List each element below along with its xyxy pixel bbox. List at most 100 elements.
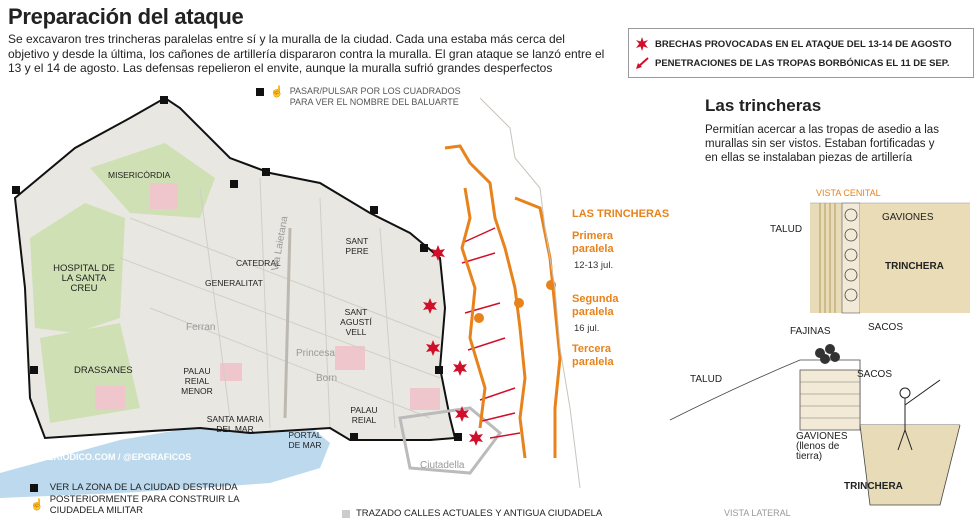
penetration-arrow-icon [636, 57, 649, 69]
label-palau-reial: PALAU REIAL [350, 405, 378, 425]
trench-dot [474, 313, 484, 323]
trench-lines [444, 144, 562, 459]
pink-block [410, 388, 440, 410]
label-hospital: HOSPITAL DE LA SANTA CREU [53, 263, 115, 294]
pointer-hand-icon: ☝ [270, 86, 284, 98]
raval-green-zone [30, 203, 125, 333]
gabion-stack [799, 369, 861, 431]
label-generalitat: GENERALITAT [205, 278, 263, 288]
pink-block [335, 346, 365, 370]
bastion-square[interactable] [454, 433, 462, 441]
first-parallel-date: 12-13 jul. [574, 260, 614, 271]
label-portal-mar: PORTAL DE MAR [288, 430, 322, 450]
fajinas-label: FAJINAS [790, 326, 831, 337]
third-parallel-label: Tercera paralela [572, 343, 614, 368]
bastion-square-icon [30, 484, 38, 492]
cenital-diagram [810, 202, 970, 314]
bastion-square[interactable] [160, 96, 168, 104]
side-title: Las trincheras [705, 96, 822, 115]
pink-block [95, 386, 125, 410]
street-ciutadella: Ciutadella [420, 460, 465, 471]
legend-penetrations: PENETRACIONES DE LAS TROPAS BORBÓNICAS E… [635, 56, 950, 70]
trench-dot [514, 298, 524, 308]
breach-star-icon [636, 37, 648, 51]
fajinas-bundle [815, 344, 840, 364]
label-misericordia: MISERICÒRDIA [108, 170, 171, 180]
intro-text: Se excavaron tres trincheras paralelas e… [8, 32, 605, 75]
label-drassanes: DRASSANES [74, 365, 133, 376]
bastion-square[interactable] [12, 186, 20, 194]
gaviones-side-label: GAVIONES (llenos de tierra) [796, 431, 848, 462]
trench-floor [860, 203, 970, 313]
sacos-side-label: SACOS [857, 369, 893, 380]
legend-breaches: BRECHAS PROVOCADAS EN EL ATAQUE DEL 13-1… [635, 37, 952, 51]
street-princesa: Princesa [296, 348, 335, 359]
gaviones-top-label: GAVIONES [882, 212, 934, 223]
page-title: Preparación del ataque [8, 4, 244, 29]
breach-star [453, 360, 467, 376]
pink-block [150, 183, 178, 209]
bastion-square[interactable] [435, 366, 443, 374]
bottom-legend-streets: TRAZADO CALLES ACTUALES Y ANTIGUA CIUDAD… [342, 508, 602, 520]
vista-cenital-label: VISTA CENITAL [816, 188, 881, 198]
soldier-figure [897, 379, 941, 451]
talud-band [810, 203, 842, 313]
legend-box: BRECHAS PROVOCADAS EN EL ATAQUE DEL 13-1… [628, 28, 974, 78]
bottom-legend-destroyed-text: VER LA ZONA DE LA CIUDAD DESTRUIDA POSTE… [49, 482, 240, 516]
bastion-square-icon [256, 88, 264, 96]
gaviones-band [841, 202, 861, 314]
bastion-squares [12, 96, 462, 441]
breach-star [469, 430, 483, 446]
vista-lateral-label: VISTA LATERAL [724, 508, 791, 518]
breach-star [431, 245, 445, 261]
sacos-top-label: SACOS [868, 322, 904, 333]
misericordia-green-zone [90, 143, 215, 218]
talud-top-label: TALUD [770, 224, 803, 235]
credit: ELPERIÓDICO.COM / @EPGRAFICOS [30, 452, 192, 462]
bastion-square[interactable] [420, 244, 428, 252]
trinchera-top-label: TRINCHERA [885, 261, 944, 272]
bastion-square[interactable] [262, 168, 270, 176]
grey-square-icon [342, 509, 350, 518]
bastion-square[interactable] [230, 180, 238, 188]
bastion-square[interactable] [370, 206, 378, 214]
trench-pit [859, 424, 961, 506]
bottom-legend-destroyed[interactable]: ☝ VER LA ZONA DE LA CIUDAD DESTRUIDA POS… [30, 482, 260, 517]
map-hint: ☝ PASAR/PULSAR POR LOS CUADRADOS PARA VE… [256, 86, 470, 108]
gabion-lines [800, 381, 860, 419]
third-parallel [460, 187, 487, 429]
side-text: Permitían acercar a las tropas de asedio… [705, 124, 939, 164]
log-lines [819, 203, 836, 313]
legend-penetrations-label: PENETRACIONES DE LAS TROPAS BORBÓNICAS E… [655, 57, 950, 69]
second-parallel [444, 144, 527, 459]
street-born: Born [316, 373, 338, 384]
city-map [0, 96, 581, 498]
gabion-circles [844, 208, 858, 302]
first-parallel [514, 196, 562, 458]
street-ferran: Ferran [186, 322, 216, 333]
talud-profile [669, 359, 960, 426]
bastion-square[interactable] [30, 366, 38, 374]
label-santa-maria: SANTA MARIA DEL MAR [206, 414, 264, 434]
legend-breaches-label: BRECHAS PROVOCADAS EN EL ATAQUE DEL 13-1… [655, 38, 952, 50]
breach-star [423, 298, 437, 314]
trenches-heading: LAS TRINCHERAS [572, 208, 670, 220]
breach-star [455, 406, 469, 422]
second-parallel-label: Segunda paralela [572, 293, 619, 318]
map-hint-text: PASAR/PULSAR POR LOS CUADRADOS PARA VER … [289, 86, 461, 107]
street-grid [119, 177, 441, 429]
label-palau-reial-menor: PALAU REIAL MENOR [181, 366, 213, 396]
ciutadella-outline [398, 406, 503, 475]
bottom-legend-streets-text: TRAZADO CALLES ACTUALES Y ANTIGUA CIUDAD… [356, 508, 603, 519]
first-parallel-label: Primera paralela [572, 230, 614, 255]
trinchera-side-label: TRINCHERA [844, 481, 903, 492]
talud-side-label: TALUD [690, 374, 723, 385]
second-parallel-date: 16 jul. [574, 323, 600, 334]
label-catedral: CATEDRAL [236, 258, 281, 268]
sea-area [0, 418, 330, 498]
bastion-square[interactable] [350, 433, 358, 441]
label-sant-agusti: SANT AGUSTÍ VELL [340, 307, 372, 337]
penetration-arrows [461, 227, 521, 439]
pink-block [220, 363, 242, 381]
label-sant-pere: SANT PERE [345, 236, 369, 256]
